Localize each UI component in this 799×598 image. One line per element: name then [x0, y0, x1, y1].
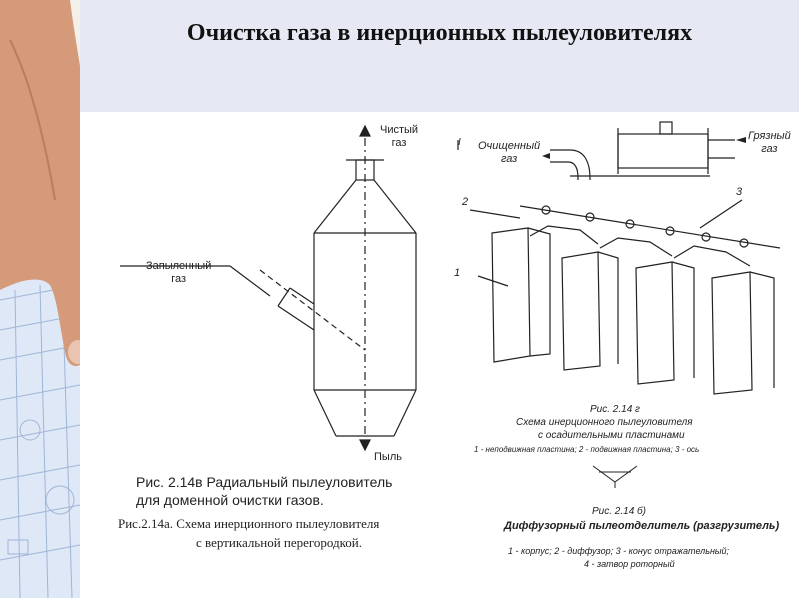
- label-num-2: 2: [462, 196, 469, 208]
- elbow-pipe: [550, 149, 591, 180]
- caption-fig-214b-legend1: 1 - корпус; 2 - диффузор; 3 - конус отра…: [508, 546, 730, 556]
- caption-fig-214b-legend2: 4 - затвор роторный: [584, 559, 675, 569]
- bottom-cone: [313, 389, 417, 437]
- body: [313, 233, 417, 390]
- caption-fig-214g-line1: Схема инерционного пылеуловителя: [516, 417, 693, 428]
- hand-shape: [0, 0, 80, 366]
- caption-fig-214g-num: Рис. 2.14 г: [590, 404, 640, 415]
- axis-rod: [519, 205, 781, 249]
- title-band: [80, 0, 799, 112]
- label-clean-gas: Чистый газ: [380, 124, 419, 149]
- diffuser-mini-sketch: [592, 465, 638, 488]
- diagram-settling-plates: [457, 121, 781, 395]
- label-cleaned-gas: Очищенный газ: [478, 140, 541, 165]
- caption-fig-214g-legend: 1 - неподвижная пластина; 2 - подвижная …: [474, 445, 700, 454]
- plates: [491, 225, 775, 395]
- page-title: Очистка газа в инерционных пылеуловителя…: [186, 20, 693, 46]
- caption-fig-214v-line2: для доменной очистки газов.: [136, 492, 324, 508]
- label-dust: Пыль: [374, 451, 402, 463]
- caption-fig-214v-line1: Рис. 2.14в Радиальный пылеуловитель: [136, 474, 393, 490]
- caption-fig-214a-line2: с вертикальной перегородкой.: [196, 535, 363, 550]
- inlet-pipe: [277, 287, 315, 331]
- diagram-vertical-dust-collector: [120, 124, 417, 452]
- top-cone: [313, 179, 417, 234]
- caption-fig-214g-line2: с осадительными пластинами: [538, 430, 685, 441]
- blueprint-lines: [0, 279, 80, 598]
- label-dirty-gas: Грязный газ: [748, 130, 791, 155]
- label-num-3: 3: [736, 186, 743, 198]
- caption-fig-214b-title: Диффузорный пылеотделитель (разгрузитель…: [504, 520, 780, 532]
- label-roman-I: I: [458, 137, 461, 148]
- caption-fig-214b-num: Рис. 2.14 б): [592, 506, 646, 517]
- label-num-1: 1: [454, 267, 461, 279]
- pivot-joints: [541, 205, 749, 248]
- caption-fig-214a-line1: Рис.2.14а. Схема инерционного пылеуловит…: [118, 516, 380, 531]
- hand-photo: [0, 0, 80, 598]
- duct-housing: [617, 133, 709, 169]
- label-dusty-gas: Запыленный газ: [146, 260, 212, 285]
